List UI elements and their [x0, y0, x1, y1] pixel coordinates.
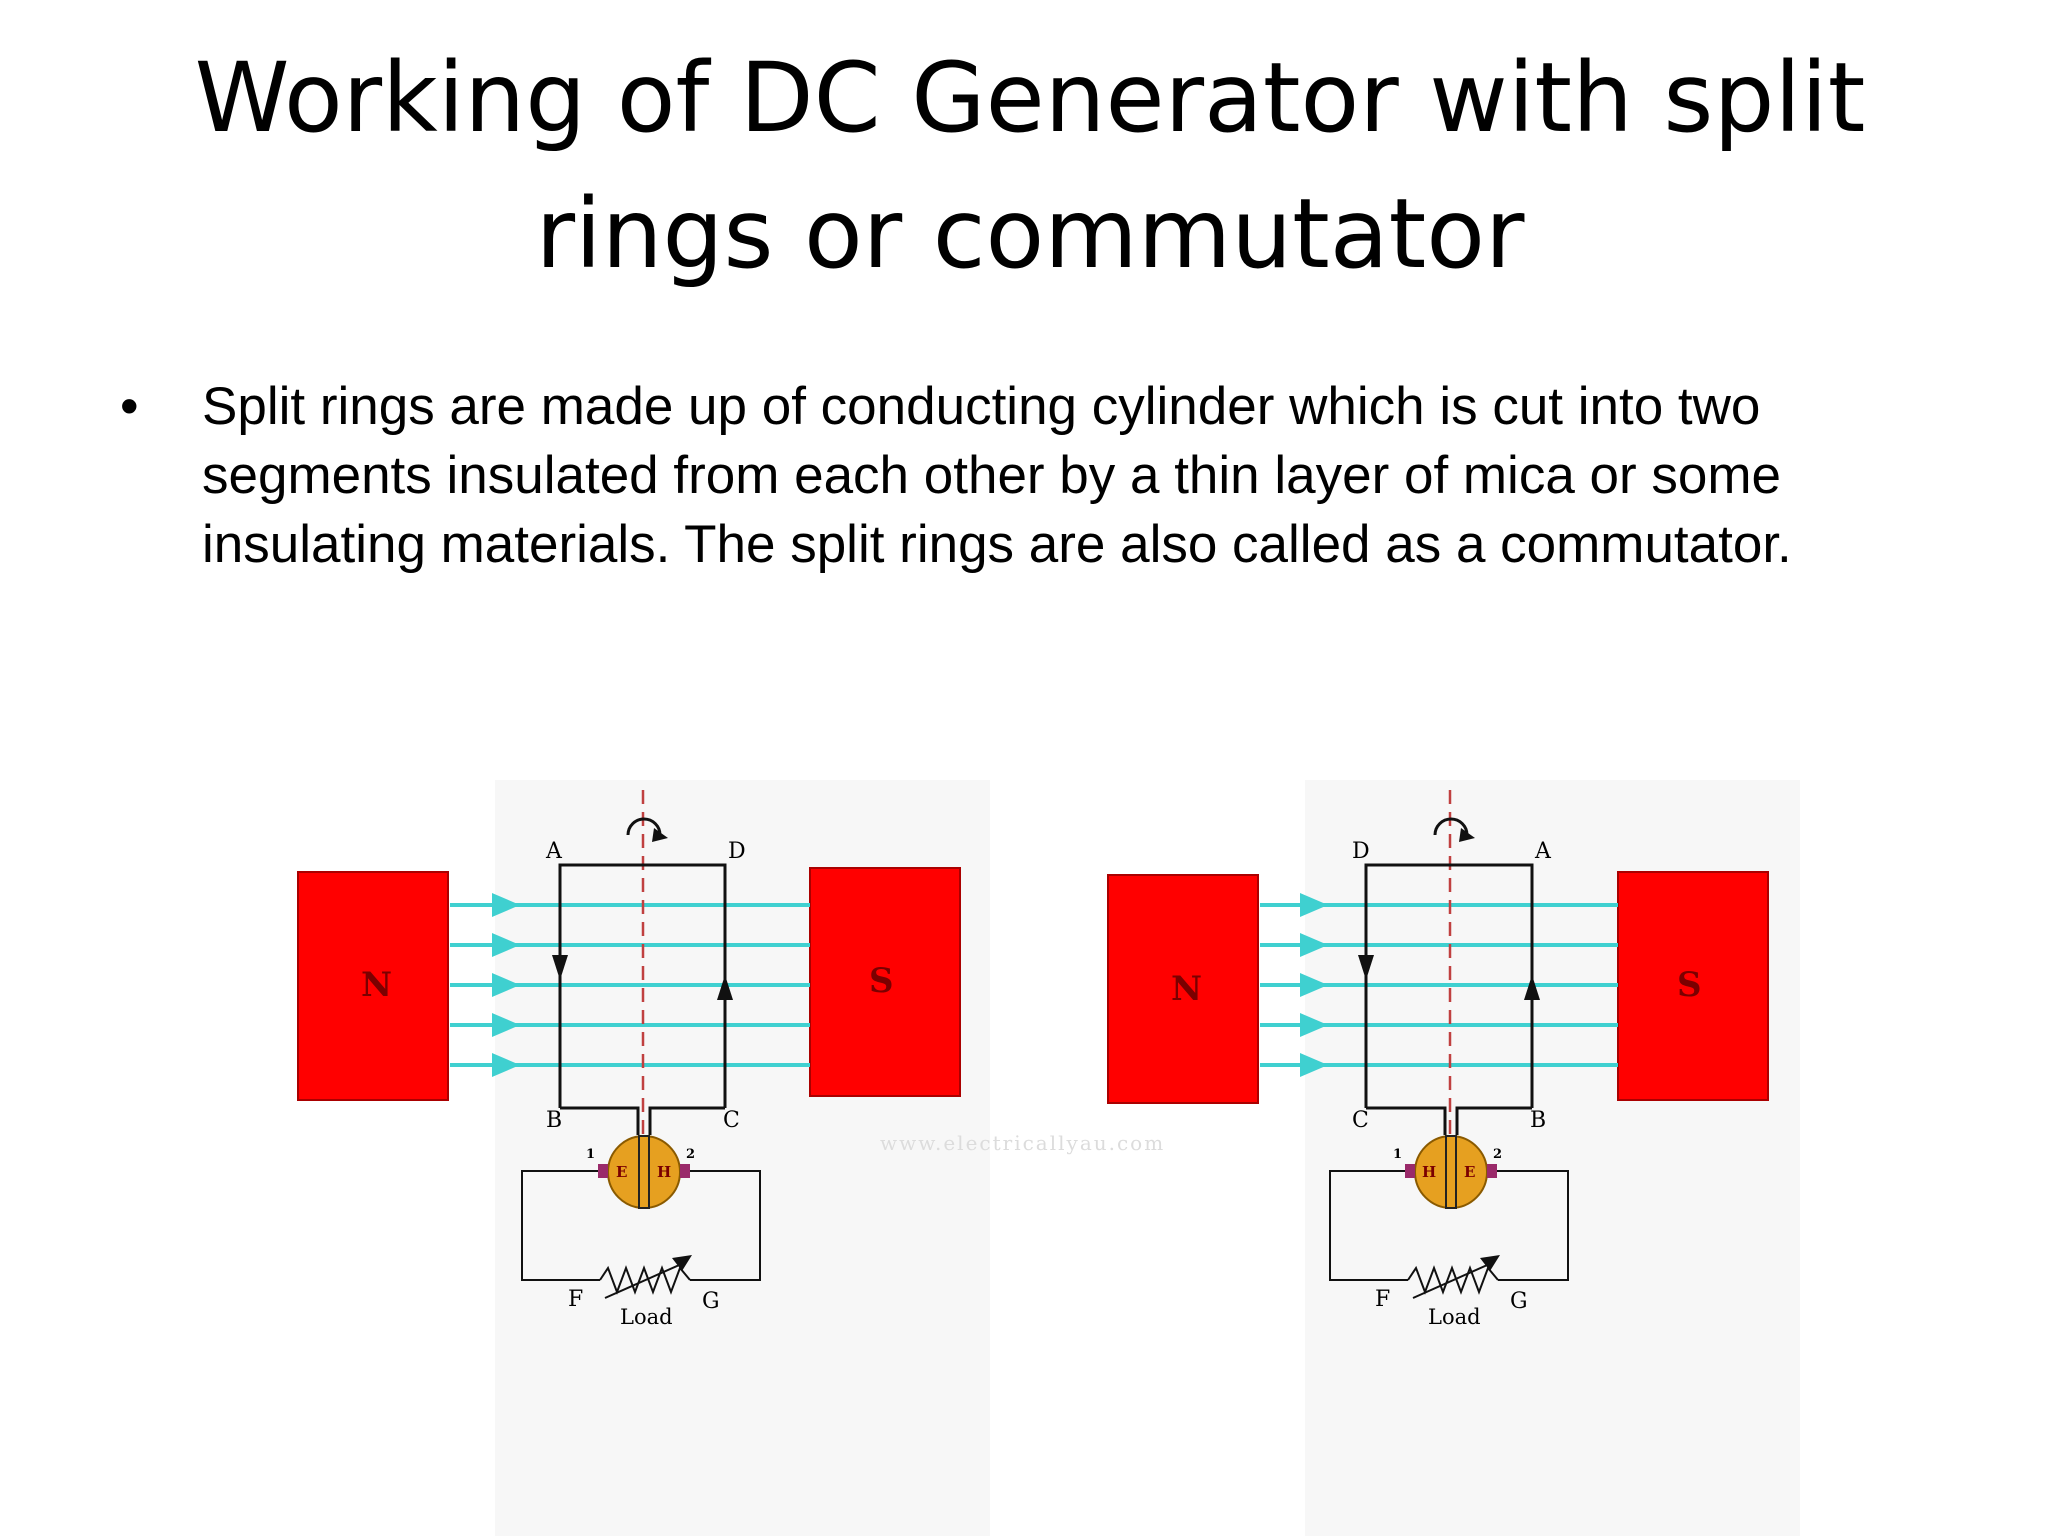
slide-title: Working of DC Generator with split rings… — [194, 42, 1866, 290]
south-pole-label: S — [1677, 965, 1702, 1005]
load-label: Load — [1428, 1305, 1481, 1329]
south-pole-label: S — [869, 961, 894, 1001]
field-arrow — [1300, 933, 1328, 957]
external-circuit-left — [521, 1170, 600, 1281]
north-magnet — [297, 871, 449, 1101]
point-label-c: C — [723, 1108, 740, 1133]
field-arrow — [492, 1053, 520, 1077]
rotation-arrowhead-icon — [1459, 828, 1475, 842]
segment-label-h: H — [1422, 1163, 1436, 1181]
field-arrows — [1300, 893, 1328, 1077]
bullet-text: Split rings are made up of conducting cy… — [202, 377, 1792, 574]
point-label-f: F — [1375, 1287, 1390, 1312]
bullet-list: • Split rings are made up of conducting … — [110, 372, 1970, 579]
load-label: Load — [620, 1305, 673, 1329]
watermark: www.electricallyau.com — [880, 1131, 1165, 1155]
external-circuit-left — [1329, 1170, 1408, 1281]
point-label-g: G — [702, 1289, 720, 1314]
variable-arrowhead-icon — [672, 1255, 692, 1271]
brush-left — [598, 1164, 608, 1178]
point-label-b: B — [1530, 1108, 1546, 1133]
load-resistor — [599, 1265, 691, 1295]
field-arrow — [1300, 1013, 1328, 1037]
variable-arrow-line — [604, 1261, 687, 1299]
coil-lead-left — [1366, 1106, 1447, 1135]
brush-label-2: 2 — [1493, 1147, 1502, 1162]
external-circuit-right — [690, 1170, 761, 1281]
point-label-f: F — [568, 1287, 583, 1312]
field-arrow — [492, 1013, 520, 1037]
north-pole-label: N — [361, 965, 392, 1005]
rotation-arrowhead-icon — [652, 828, 668, 842]
brush-label-2: 2 — [686, 1147, 695, 1162]
generator-panel-1: N S A D B C — [297, 790, 961, 1329]
external-circuit-right — [1497, 1170, 1569, 1281]
north-pole-label: N — [1171, 969, 1202, 1009]
segment-label-h: H — [657, 1163, 671, 1181]
rotation-arrow-icon — [626, 817, 662, 836]
bullet-dot: • — [120, 377, 139, 436]
current-arrow-up-icon — [1524, 975, 1540, 1000]
brush-right — [1487, 1164, 1497, 1178]
north-magnet — [1107, 874, 1259, 1104]
point-label-a: A — [545, 839, 563, 864]
point-label-d: D — [728, 839, 746, 864]
variable-arrow-line — [1412, 1261, 1495, 1299]
variable-arrowhead-icon — [1480, 1255, 1500, 1271]
bullet-item: • Split rings are made up of conducting … — [110, 372, 1970, 579]
coil-lead-left — [560, 1106, 640, 1135]
segment-label-e: E — [1464, 1163, 1475, 1181]
field-arrow — [492, 933, 520, 957]
commutator-gap — [1445, 1135, 1457, 1209]
field-arrows — [492, 893, 520, 1077]
field-arrow — [492, 973, 520, 997]
south-magnet — [1617, 871, 1769, 1101]
field-arrow — [1300, 973, 1328, 997]
point-label-b: B — [546, 1108, 562, 1133]
coil-lead-right — [1455, 1106, 1532, 1135]
field-arrow — [1300, 893, 1328, 917]
point-label-d: D — [1352, 839, 1370, 864]
point-label-g: G — [1510, 1289, 1528, 1314]
rotation-arrow-icon — [1433, 817, 1469, 836]
field-arrow — [492, 893, 520, 917]
segment-label-e: E — [616, 1163, 627, 1181]
brush-right — [680, 1164, 690, 1178]
point-label-c: C — [1352, 1108, 1369, 1133]
field-arrow — [1300, 1053, 1328, 1077]
generator-panel-2: N S D A C B H E — [1107, 790, 1769, 1329]
load-resistor — [1407, 1265, 1499, 1295]
brush-label-1: 1 — [1393, 1147, 1402, 1162]
current-arrow-down-icon — [1358, 955, 1374, 980]
coil-lead-right — [648, 1106, 725, 1135]
south-magnet — [809, 867, 961, 1097]
brush-label-1: 1 — [586, 1147, 595, 1162]
brush-left — [1405, 1164, 1415, 1178]
point-label-a: A — [1534, 839, 1552, 864]
current-arrow-down-icon — [552, 955, 568, 980]
current-arrow-up-icon — [717, 975, 733, 1000]
commutator-gap — [638, 1135, 650, 1209]
